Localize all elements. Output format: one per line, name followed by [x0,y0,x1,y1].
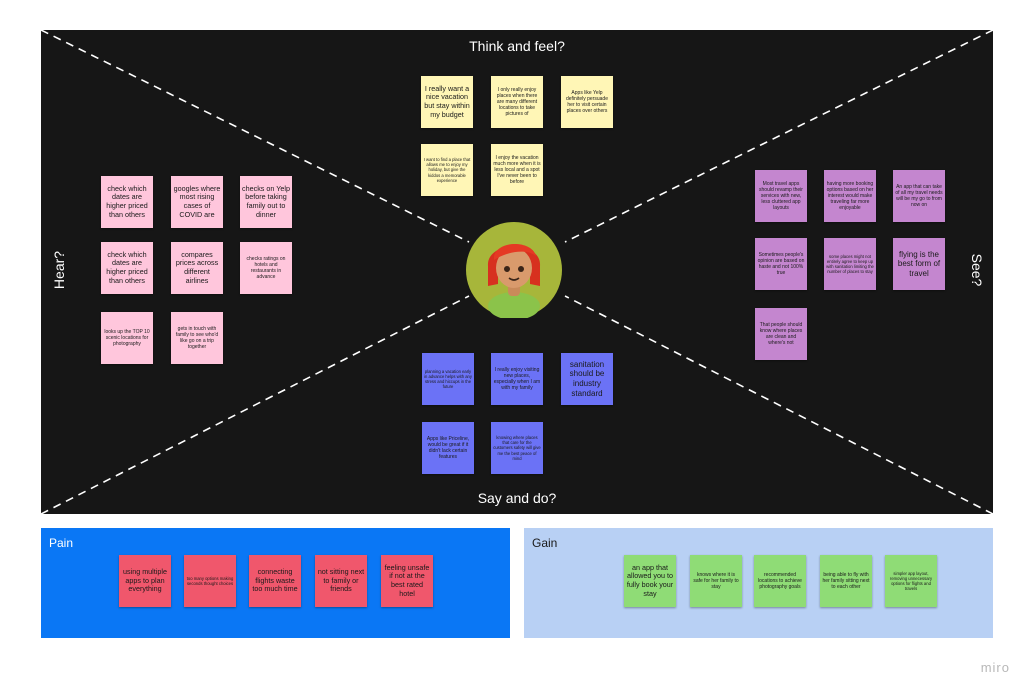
pain-note[interactable]: too many options making seconds thought … [184,555,236,607]
think-note[interactable]: I really want a nice vacation but stay w… [421,76,473,128]
see-note[interactable]: Sometimes people's opinion are based on … [755,238,807,290]
hear-note[interactable]: looks up the TOP 10 scenic locations for… [101,312,153,364]
see-label: See? [969,253,985,287]
pain-note[interactable]: not sitting next to family or friends [315,555,367,607]
user-avatar-icon [466,222,562,318]
empathy-map-board: Think and feel? Say and do? Hear? See? I… [41,30,993,514]
pain-note[interactable]: using multiple apps to plan everything [119,555,171,607]
hear-note[interactable]: googles where most rising cases of COVID… [171,176,223,228]
pain-note[interactable]: feeling unsafe if not at the best rated … [381,555,433,607]
gain-note[interactable]: recommended locations to achieve photogr… [754,555,806,607]
think-note[interactable]: I only really enjoy places when there ar… [491,76,543,128]
hear-note[interactable]: checks ratings on hotels and restaurants… [240,242,292,294]
pain-note[interactable]: connecting flights waste too much time [249,555,301,607]
hear-note[interactable]: checks on Yelp before taking family out … [240,176,292,228]
gain-panel: Gain an app that allowed you to fully bo… [524,528,993,638]
miro-watermark: miro [980,660,1010,675]
see-note[interactable]: having more booking options based on her… [824,170,876,222]
gain-title: Gain [532,536,558,550]
say-note[interactable]: knowing where places that care for the c… [491,422,543,474]
see-note[interactable]: flying is the best form of travel [893,238,945,290]
think-note[interactable]: Apps like Yelp definitely persuade her t… [561,76,613,128]
say-and-do-label: Say and do? [477,490,557,506]
say-note[interactable]: sanitation should be industry standard [561,353,613,405]
hear-label: Hear? [51,250,67,290]
see-note[interactable]: An app that can take of all my travel ne… [893,170,945,222]
think-note[interactable]: I want to find a place that allows me to… [421,144,473,196]
say-note[interactable]: Apps like Priceline, would be great if i… [422,422,474,474]
gain-note[interactable]: simpler app layout, removing unnecessary… [885,555,937,607]
hear-note[interactable]: gets in touch with family to see who'd l… [171,312,223,364]
see-note[interactable]: That people should know where places are… [755,308,807,360]
hear-note[interactable]: compares prices across different airline… [171,242,223,294]
pain-title: Pain [49,536,74,550]
think-note[interactable]: I enjoy the vacation much more when it i… [491,144,543,196]
hear-note[interactable]: check which dates are higher priced than… [101,242,153,294]
say-note[interactable]: planning a vacation early in advance hel… [422,353,474,405]
gain-note[interactable]: an app that allowed you to fully book yo… [624,555,676,607]
think-and-feel-label: Think and feel? [469,38,565,54]
gain-note[interactable]: being able to fly with her family sittin… [820,555,872,607]
gain-note[interactable]: knows where it is safe for her family to… [690,555,742,607]
diagonal-dividers [41,30,993,514]
see-note[interactable]: Most travel apps should revamp their ser… [755,170,807,222]
see-note[interactable]: some places might not entirely agree to … [824,238,876,290]
say-note[interactable]: I really enjoy visiting new places, espe… [491,353,543,405]
pain-panel: Pain using multiple apps to plan everyth… [41,528,510,638]
hear-note[interactable]: check which dates are higher priced than… [101,176,153,228]
